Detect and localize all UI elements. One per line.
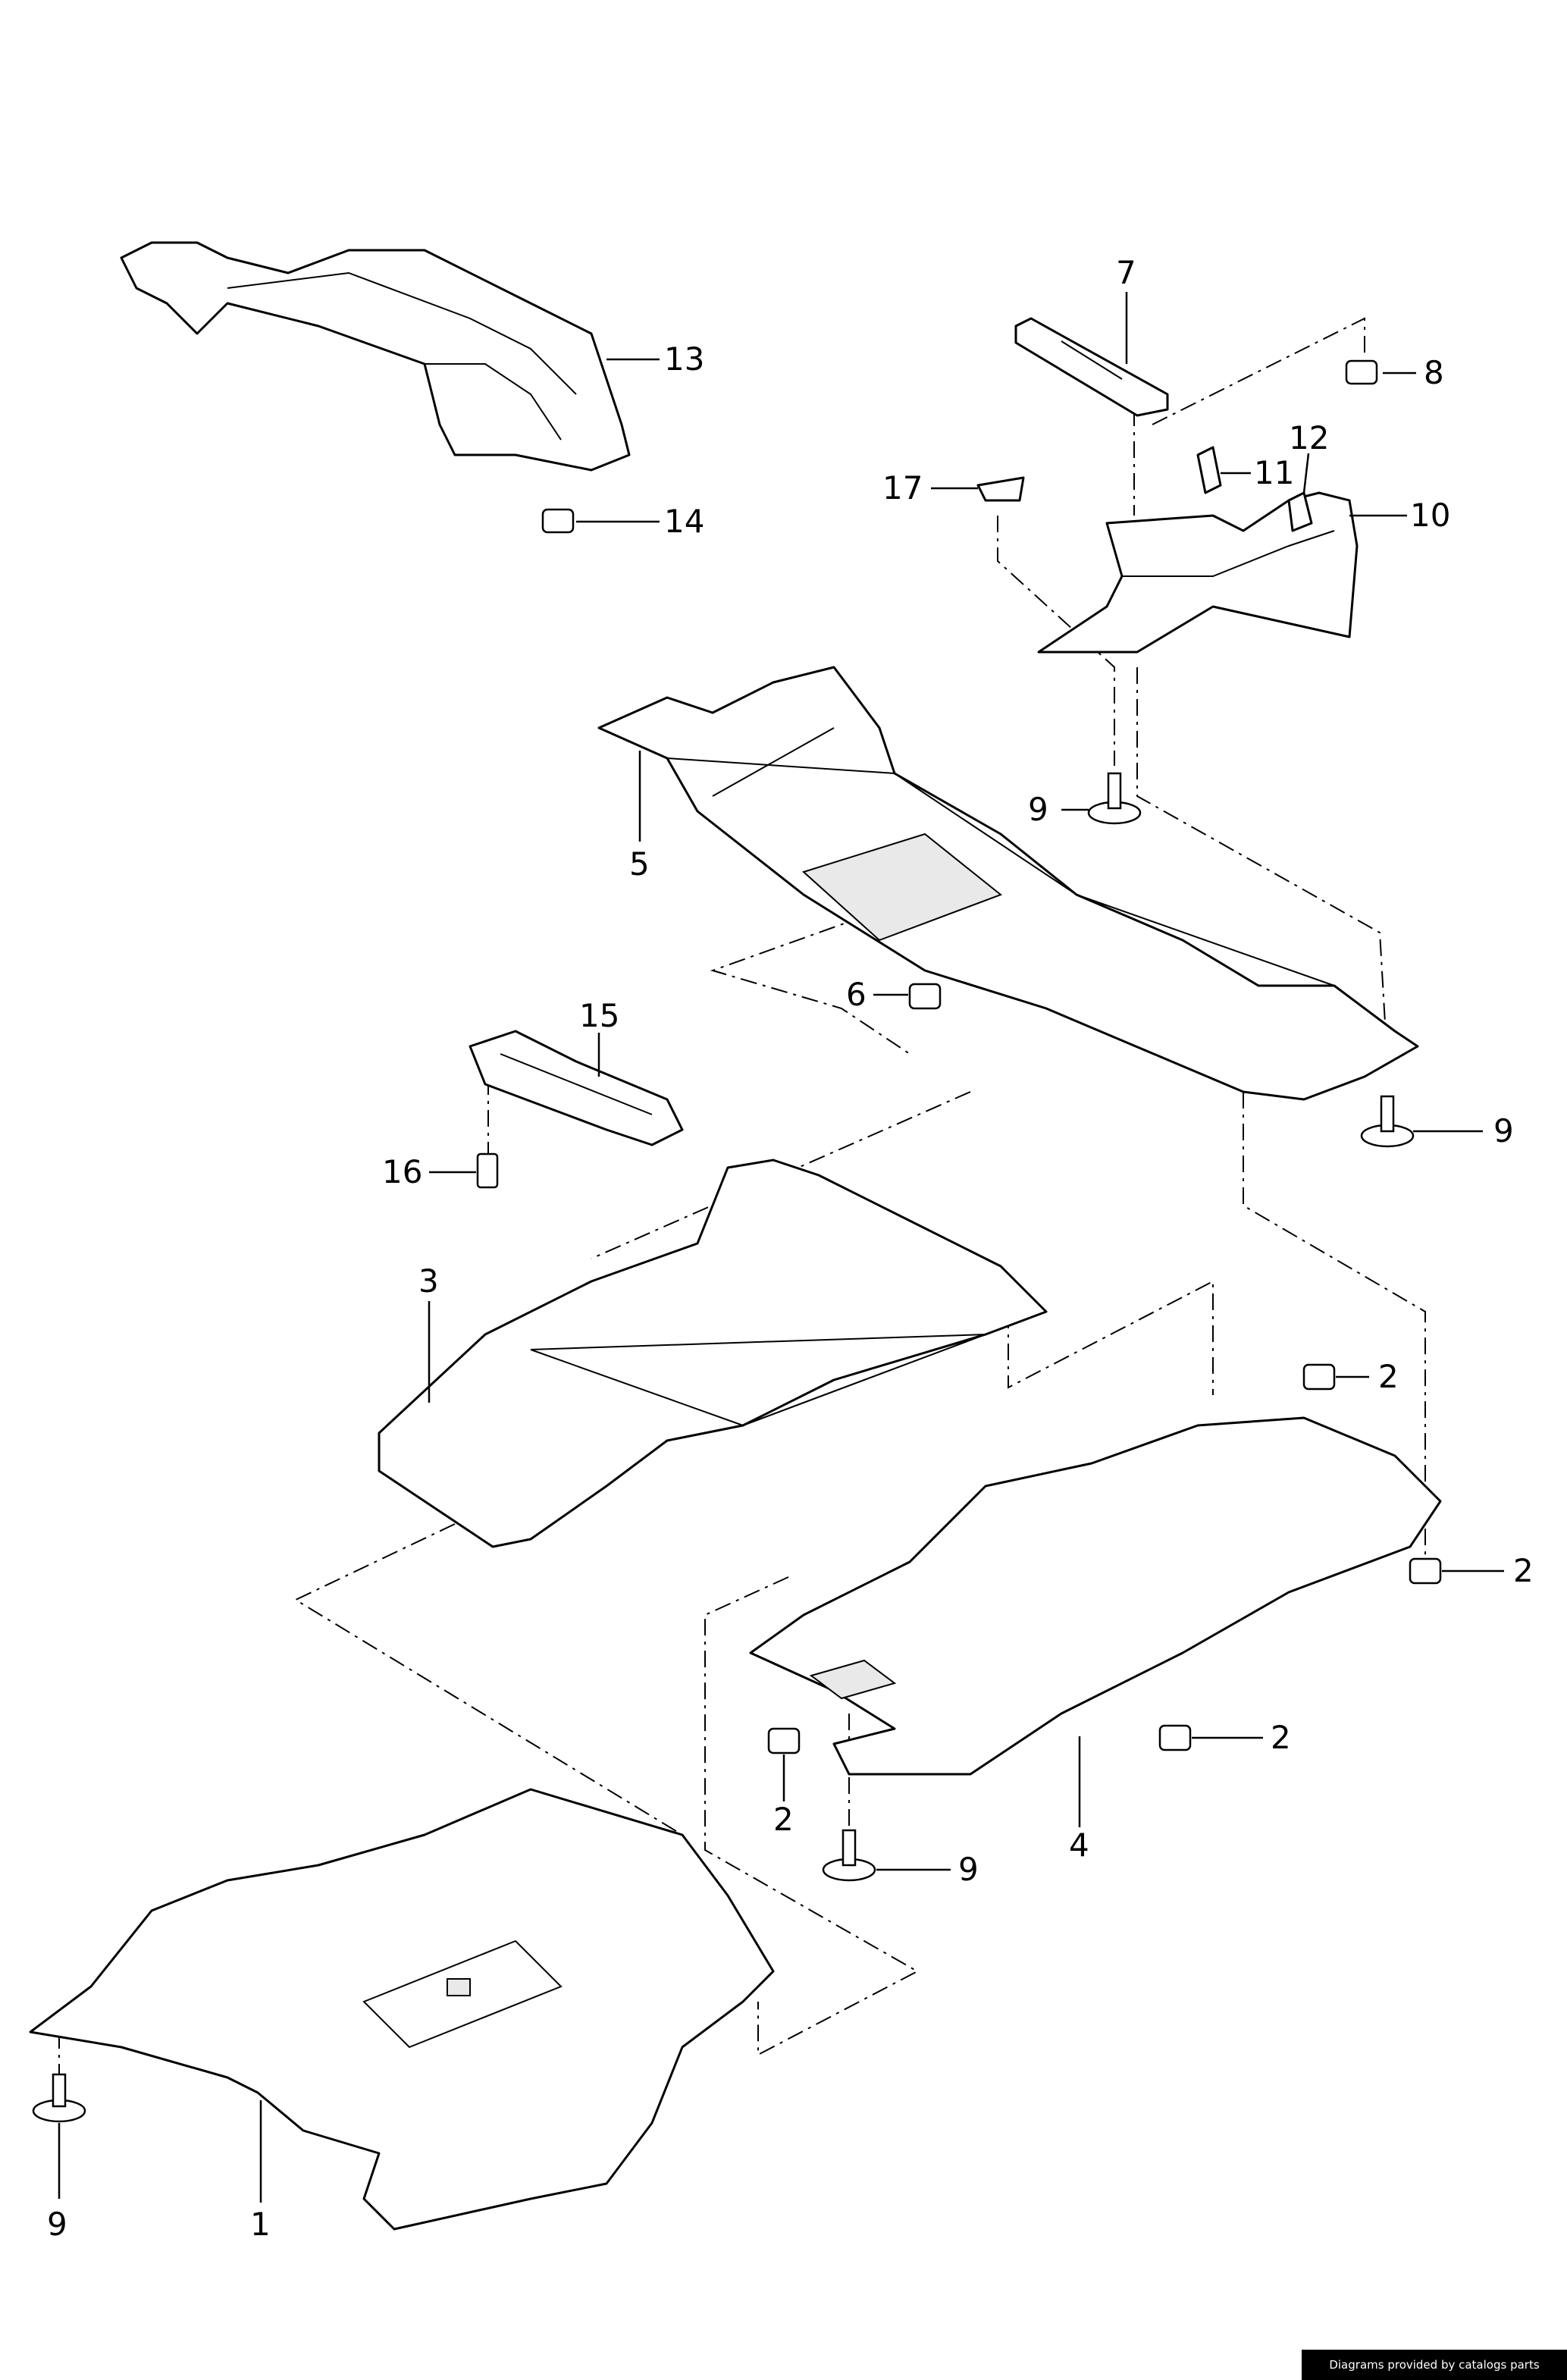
callout-13: 13: [664, 340, 704, 378]
callout-5: 5: [629, 845, 650, 883]
callout-2-d: 2: [773, 1801, 794, 1838]
callout-10: 10: [1410, 497, 1450, 534]
fasteners: [32, 359, 1442, 2123]
nut-2-a: [1302, 1363, 1336, 1391]
nut-2-c: [1158, 1724, 1192, 1751]
nut-2-d: [767, 1727, 801, 1754]
callout-6: 6: [846, 976, 867, 1013]
screw-9-lower: [822, 1829, 876, 1882]
callout-14: 14: [664, 503, 704, 540]
part-5-crossmember-panel[interactable]: [597, 666, 1419, 1101]
part-13-bracket[interactable]: [120, 241, 631, 472]
callout-17: 17: [882, 469, 923, 506]
callout-9-lower: 9: [958, 1851, 979, 1888]
callout-labels: 13 14 7 8 12 11 10 17 9 5 6 15 16 9 3 2 …: [47, 254, 1534, 2243]
nut-2-b: [1409, 1557, 1442, 1585]
part-15-bracket[interactable]: [469, 1030, 684, 1146]
diagram-credit: Diagrams provided by catalogs parts: [1302, 2350, 1567, 2380]
callout-16: 16: [382, 1153, 422, 1190]
screw-9-left: [32, 2073, 86, 2123]
callout-15: 15: [579, 997, 619, 1034]
callout-7: 7: [1116, 254, 1136, 291]
callout-2-a: 2: [1378, 1358, 1399, 1395]
nut-6: [908, 983, 942, 1010]
part-1-front-underbody-panel[interactable]: [29, 1788, 775, 2231]
part-7-bracket[interactable]: [1014, 317, 1169, 417]
callout-2-c: 2: [1271, 1719, 1291, 1756]
callout-9-left: 9: [47, 2206, 67, 2243]
callout-8: 8: [1424, 354, 1444, 391]
callout-3: 3: [418, 1262, 439, 1300]
callout-12: 12: [1289, 419, 1329, 456]
nut-14: [541, 508, 575, 534]
part-12-clip[interactable]: [1287, 491, 1313, 532]
part-10-cover[interactable]: [1037, 491, 1359, 654]
callout-9-right: 9: [1493, 1112, 1514, 1149]
part-11-clip[interactable]: [1196, 446, 1222, 494]
leader-lines: [58, 292, 1504, 2203]
callout-4: 4: [1069, 1827, 1089, 1864]
callout-2-b: 2: [1513, 1552, 1534, 1589]
screw-9-upper: [1087, 772, 1142, 825]
nut-8: [1345, 359, 1378, 385]
part-4-underbody-panel[interactable]: [749, 1416, 1442, 1776]
callout-9-upper: 9: [1028, 791, 1048, 828]
screw-9-right: [1360, 1095, 1415, 1148]
screw-16: [476, 1152, 499, 1189]
part-3-underbody-panel[interactable]: [378, 1159, 1048, 1548]
callout-11: 11: [1254, 454, 1294, 491]
assembly-lines: [58, 317, 1426, 2093]
part-17-clip[interactable]: [976, 476, 1025, 502]
callout-1: 1: [250, 2206, 271, 2243]
